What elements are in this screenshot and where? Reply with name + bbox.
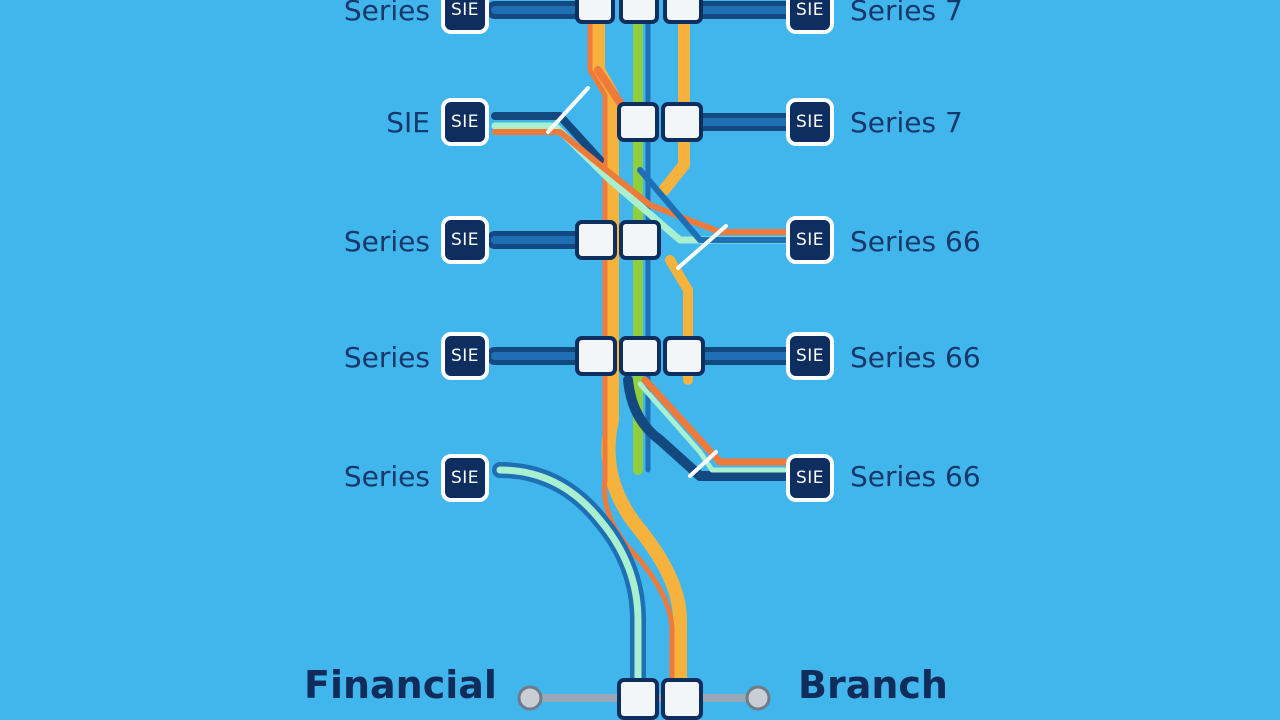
station-r3-a: [575, 220, 617, 260]
sie-badge-icon: SIE: [786, 454, 834, 502]
station-r1-c: [663, 0, 703, 24]
sie-badge-icon: SIE: [441, 332, 489, 380]
white-cross-row3: [676, 224, 728, 270]
sie-badge-icon: SIE: [441, 216, 489, 264]
destination-left-label: Financial: [304, 663, 497, 707]
sie-badge-icon: SIE: [441, 454, 489, 502]
orange-line-left: [587, 17, 675, 703]
station-r4-a: [575, 336, 617, 376]
station-r4-c: [663, 336, 705, 376]
branch-lines: [491, 66, 790, 481]
station-r2-a: [617, 102, 659, 142]
row4-to-row5-blue: [623, 375, 790, 481]
yellow-line-left: [591, 13, 687, 707]
station-bottom-a: [617, 678, 659, 720]
mint-line-long-inner: [496, 466, 642, 704]
sie-badge-icon: SIE: [786, 98, 834, 146]
station-r1-a: [575, 0, 615, 24]
station-bottom-b: [661, 678, 703, 720]
right-node-label: Series 7: [850, 0, 963, 27]
row2-left-blue: [637, 167, 788, 243]
left-node-label: Series: [343, 341, 430, 374]
bottom-right-terminal: [745, 685, 771, 711]
bottom-left-terminal: [517, 685, 543, 711]
left-node-label: Series: [343, 225, 430, 258]
sie-badge-icon: SIE: [441, 98, 489, 146]
left-node-label: SIE: [386, 106, 430, 139]
sie-badge-icon: SIE: [786, 332, 834, 380]
stations: [575, 0, 705, 720]
station-r2-b: [661, 102, 703, 142]
white-cross-row5: [688, 450, 718, 478]
station-r1-b: [619, 0, 659, 24]
sie-badge-icon: SIE: [786, 216, 834, 264]
right-node-label: Series 66: [850, 225, 981, 258]
left-node-label: Series: [343, 460, 430, 493]
station-r3-b: [619, 220, 661, 260]
sie-badge-icon: SIE: [786, 0, 834, 34]
row4-to-row5-orange: [641, 376, 789, 466]
right-node-label: Series 7: [850, 106, 963, 139]
right-node-label: Series 66: [850, 341, 981, 374]
trunk-lines: [492, 13, 693, 708]
sie-badge-icon: SIE: [441, 0, 489, 34]
right-node-label: Series 66: [850, 460, 981, 493]
white-cross-row2: [546, 86, 590, 134]
connector-lines: [486, 1, 794, 365]
destination-right-label: Branch: [798, 663, 948, 707]
yellow-line-right: [658, 14, 690, 196]
left-node-label: Series: [343, 0, 430, 27]
station-r4-b: [619, 336, 661, 376]
